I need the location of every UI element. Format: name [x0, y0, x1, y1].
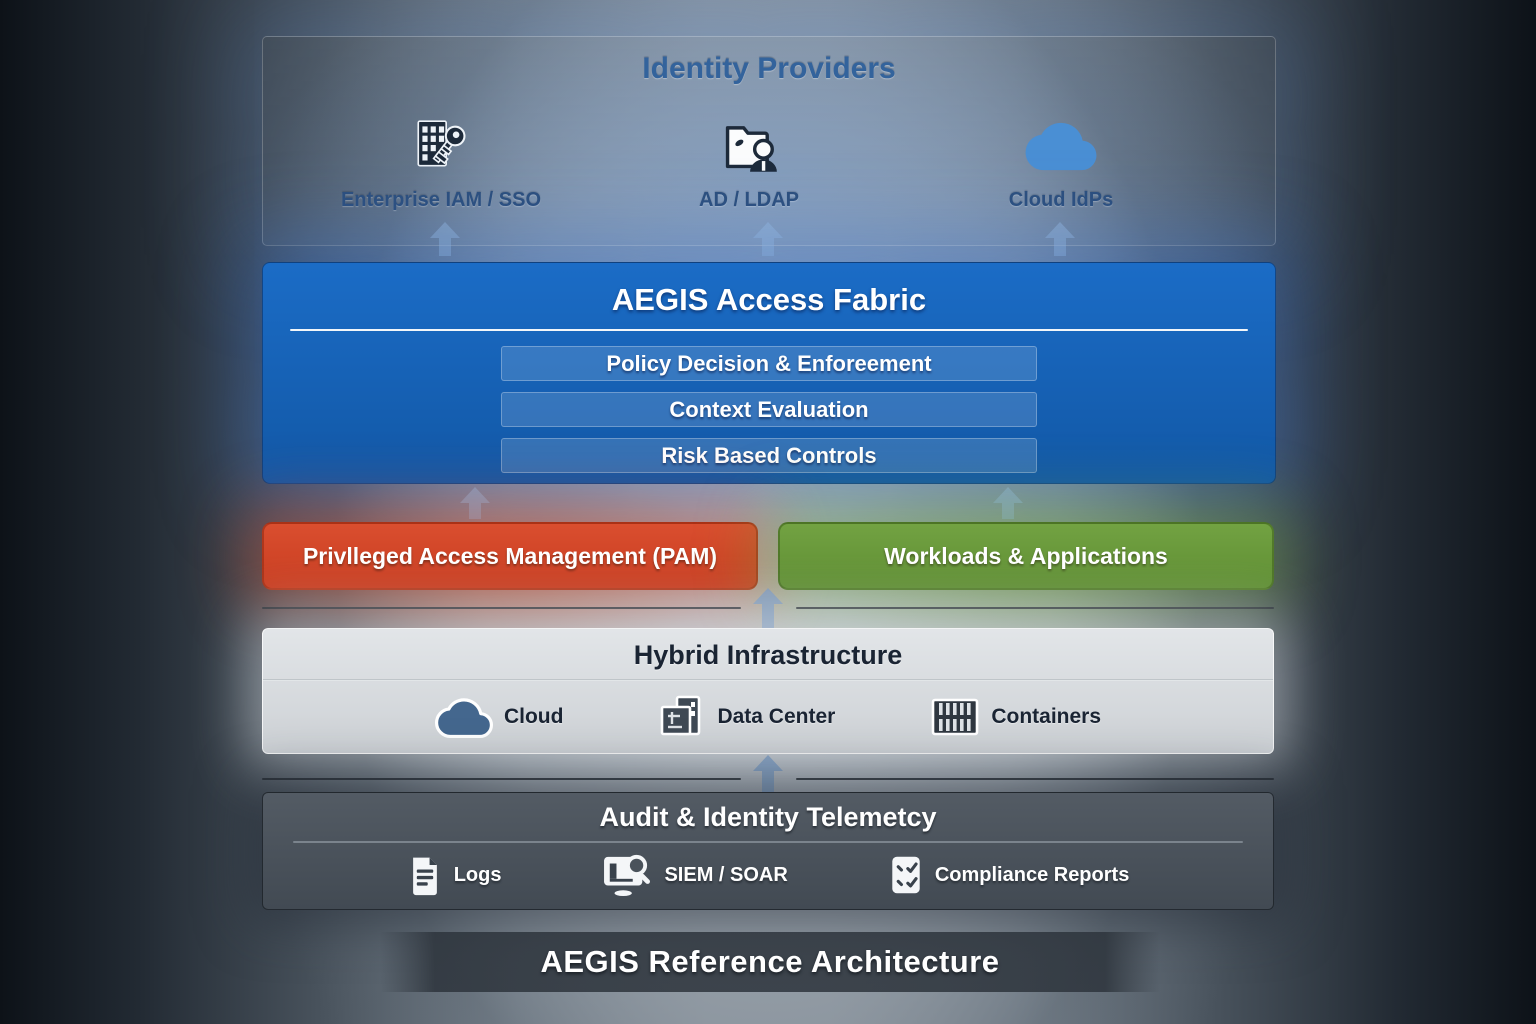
fabric-capability: Context Evaluation	[501, 392, 1037, 427]
cloud-icon	[434, 698, 493, 739]
separator-line	[262, 778, 741, 780]
containers-icon	[932, 698, 979, 736]
separator-line	[262, 607, 741, 609]
provider-ad-ldap: AD / LDAP	[629, 109, 869, 212]
hybrid-infrastructure-title: Hybrid Infrastructure	[633, 640, 903, 670]
provider-label: AD / LDAP	[699, 189, 799, 211]
folder-user-icon	[725, 126, 777, 172]
building-key-icon	[417, 120, 466, 167]
up-arrow	[993, 487, 1023, 519]
up-arrow	[1045, 222, 1075, 256]
pam-label: Privlleged Access Management (PAM)	[302, 542, 718, 569]
identity-providers-section: Identity Providers	[262, 36, 1276, 246]
provider-enterprise-iam: Enterprise IAM / SSO	[321, 109, 561, 212]
up-arrow	[753, 755, 783, 793]
folder-user-icon	[719, 109, 779, 181]
audit-item-label: Compliance Reports	[934, 863, 1130, 886]
audit-item-siem: SIEM / SOAR	[601, 853, 788, 897]
workloads-label: Workloads & Applications	[884, 542, 1168, 569]
reference-architecture-bar: AEGIS Reference Architecture	[380, 932, 1160, 992]
audit-item-label: Logs	[453, 863, 502, 886]
cloud-icon	[1025, 122, 1097, 171]
separator-line	[796, 778, 1274, 780]
building-key-icon	[410, 109, 472, 181]
compliance-icon	[892, 856, 920, 894]
up-arrow	[430, 222, 460, 256]
identity-providers-title: Identity Providers	[642, 52, 896, 85]
siem-soar-icon	[604, 854, 651, 897]
pam-box: Privlleged Access Management (PAM)	[262, 522, 758, 590]
access-fabric-box: AEGIS Access Fabric Policy Decision & En…	[262, 262, 1276, 484]
workloads-box: Workloads & Applications	[778, 522, 1274, 590]
audit-item-logs: Logs	[407, 854, 502, 896]
up-arrow	[753, 588, 783, 628]
provider-cloud-idps: Cloud IdPs	[941, 109, 1181, 212]
provider-label: Cloud IdPs	[1008, 189, 1114, 211]
hybrid-item-datacenter: Data Center	[658, 694, 835, 740]
fabric-capability: Risk Based Controls	[501, 438, 1037, 473]
provider-label: Enterprise IAM / SSO	[340, 189, 542, 211]
audit-telemetry-title: Audit & Identity Telemetcy	[599, 802, 937, 832]
hybrid-infrastructure-box: Hybrid Infrastructure Cloud	[262, 628, 1274, 754]
cloud-icon	[1023, 109, 1099, 181]
audit-item-compliance: Compliance Reports	[888, 854, 1129, 896]
datacenter-icon	[661, 695, 701, 736]
divider	[293, 841, 1243, 843]
audit-telemetry-box: Audit & Identity Telemetcy Logs	[262, 792, 1274, 910]
divider	[263, 679, 1273, 681]
fabric-capability: Policy Decision & Enforeement	[501, 346, 1037, 381]
hybrid-item-label: Containers	[991, 705, 1102, 728]
reference-architecture-title: AEGIS Reference Architecture	[540, 944, 1000, 979]
up-arrow	[753, 222, 783, 256]
separator-line	[796, 607, 1274, 609]
audit-item-label: SIEM / SOAR	[664, 863, 788, 886]
hybrid-item-label: Cloud	[503, 705, 564, 728]
divider	[290, 329, 1248, 331]
hybrid-item-label: Data Center	[717, 705, 836, 728]
logs-icon	[412, 857, 437, 896]
hybrid-item-cloud: Cloud	[434, 693, 564, 741]
access-fabric-title: AEGIS Access Fabric	[611, 282, 927, 317]
hybrid-item-containers: Containers	[930, 697, 1101, 737]
up-arrow	[460, 487, 490, 519]
